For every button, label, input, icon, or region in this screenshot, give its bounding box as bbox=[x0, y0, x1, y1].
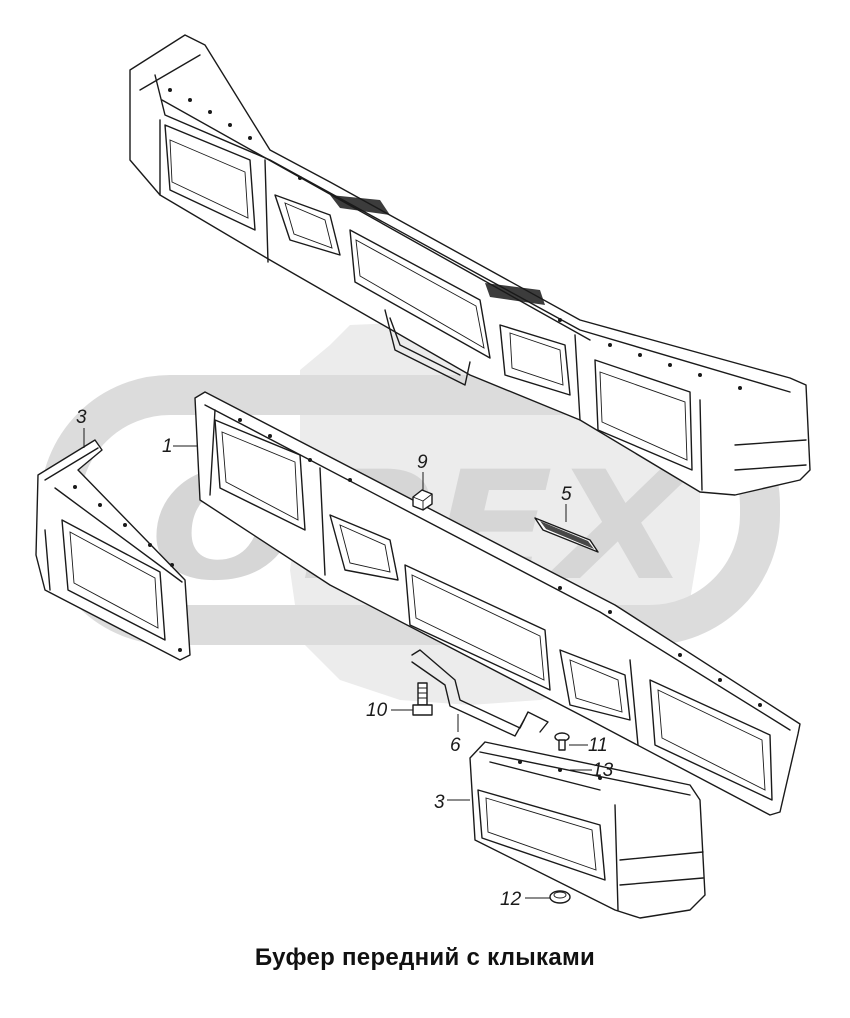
part-12-plug bbox=[549, 890, 571, 904]
callout-3-right: 3 bbox=[434, 792, 445, 813]
part-5-grille bbox=[534, 517, 599, 553]
part-9-nut bbox=[412, 489, 433, 511]
diagram-title: Буфер передний с клыками bbox=[254, 944, 596, 971]
bumper-assembled bbox=[129, 34, 811, 496]
part-6-bracket bbox=[411, 649, 549, 737]
callout-5: 5 bbox=[561, 484, 572, 505]
part-1-frame bbox=[194, 391, 801, 816]
part-3-left-corner bbox=[35, 439, 191, 661]
callout-11: 11 bbox=[588, 735, 608, 756]
callouts: 3 1 9 5 10 6 11 13 3 12 bbox=[76, 407, 614, 910]
callout-6: 6 bbox=[450, 735, 461, 756]
callout-1: 1 bbox=[162, 436, 173, 457]
callout-12: 12 bbox=[500, 889, 522, 910]
callout-3-left: 3 bbox=[76, 407, 87, 428]
callout-9: 9 bbox=[417, 452, 428, 473]
part-3-right-corner bbox=[469, 741, 706, 919]
callout-13: 13 bbox=[592, 760, 614, 781]
part-11-screw bbox=[554, 732, 570, 751]
part-10-bolt bbox=[412, 682, 433, 716]
callout-10: 10 bbox=[366, 700, 388, 721]
